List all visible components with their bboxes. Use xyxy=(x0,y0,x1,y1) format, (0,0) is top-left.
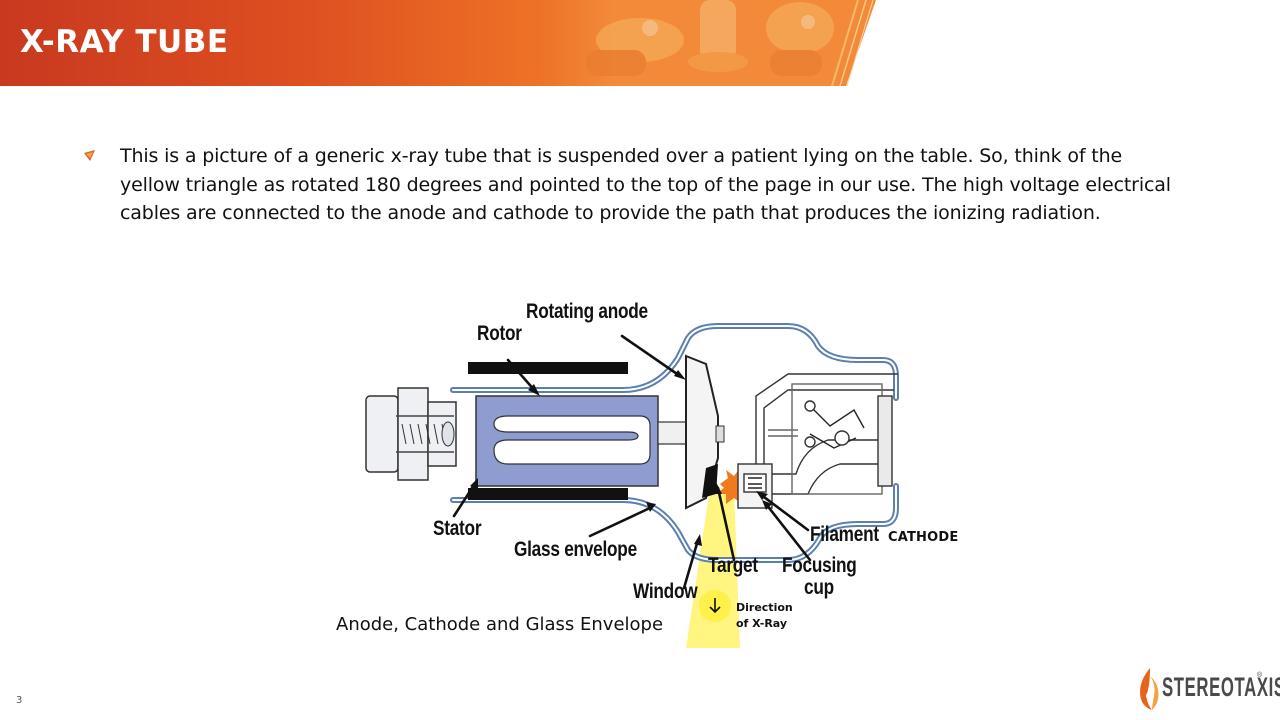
label-cathode: CATHODE xyxy=(888,530,959,545)
stator-bottom-bar xyxy=(468,488,628,500)
page-number: 3 xyxy=(16,695,23,706)
label-stator: Stator xyxy=(433,517,482,540)
bearing-assembly xyxy=(365,387,457,481)
logo-wordmark: STEREOTAXIS xyxy=(1162,672,1280,702)
label-focusing-cup-line1: Focusing xyxy=(782,554,857,577)
label-filament: Filament xyxy=(810,523,879,546)
triangle-bullet-icon xyxy=(84,150,95,161)
stereotaxis-logo: STEREOTAXIS ® xyxy=(1132,666,1280,712)
label-glass-envelope: Glass envelope xyxy=(514,538,637,561)
label-window: Window xyxy=(633,580,698,603)
leader-lines xyxy=(452,334,812,590)
flame-logo-icon xyxy=(1140,668,1159,710)
label-rotor: Rotor xyxy=(477,322,522,345)
target-shape xyxy=(702,464,718,498)
arrow-down-icon xyxy=(709,598,721,614)
cathode-assembly xyxy=(737,373,898,509)
banner-machine-graphic xyxy=(586,0,834,76)
header-banner: X-RAY TUBE xyxy=(0,0,1280,86)
logo-trademark: ® xyxy=(1257,672,1263,679)
diagram-caption: Anode, Cathode and Glass Envelope xyxy=(336,614,664,635)
label-target: Target xyxy=(708,554,758,577)
label-rotating-anode: Rotating anode xyxy=(526,300,648,323)
xray-tube-diagram: Rotating anode Rotor Stator Glass envelo… xyxy=(358,298,958,658)
spark-shape xyxy=(716,468,750,504)
leader-arrowheads xyxy=(470,370,772,546)
screw-thread xyxy=(401,421,455,447)
label-focusing-cup-line2: cup xyxy=(804,576,834,599)
page-title: X-RAY TUBE xyxy=(20,24,229,60)
stator-top-bar xyxy=(468,362,628,374)
banner-background xyxy=(0,0,876,86)
direction-label-line2: of X-Ray xyxy=(736,617,788,630)
xray-tube-drawing xyxy=(365,323,899,648)
direction-label-line1: Direction xyxy=(736,601,793,614)
bullet-text: This is a picture of a generic x-ray tub… xyxy=(120,145,1171,224)
